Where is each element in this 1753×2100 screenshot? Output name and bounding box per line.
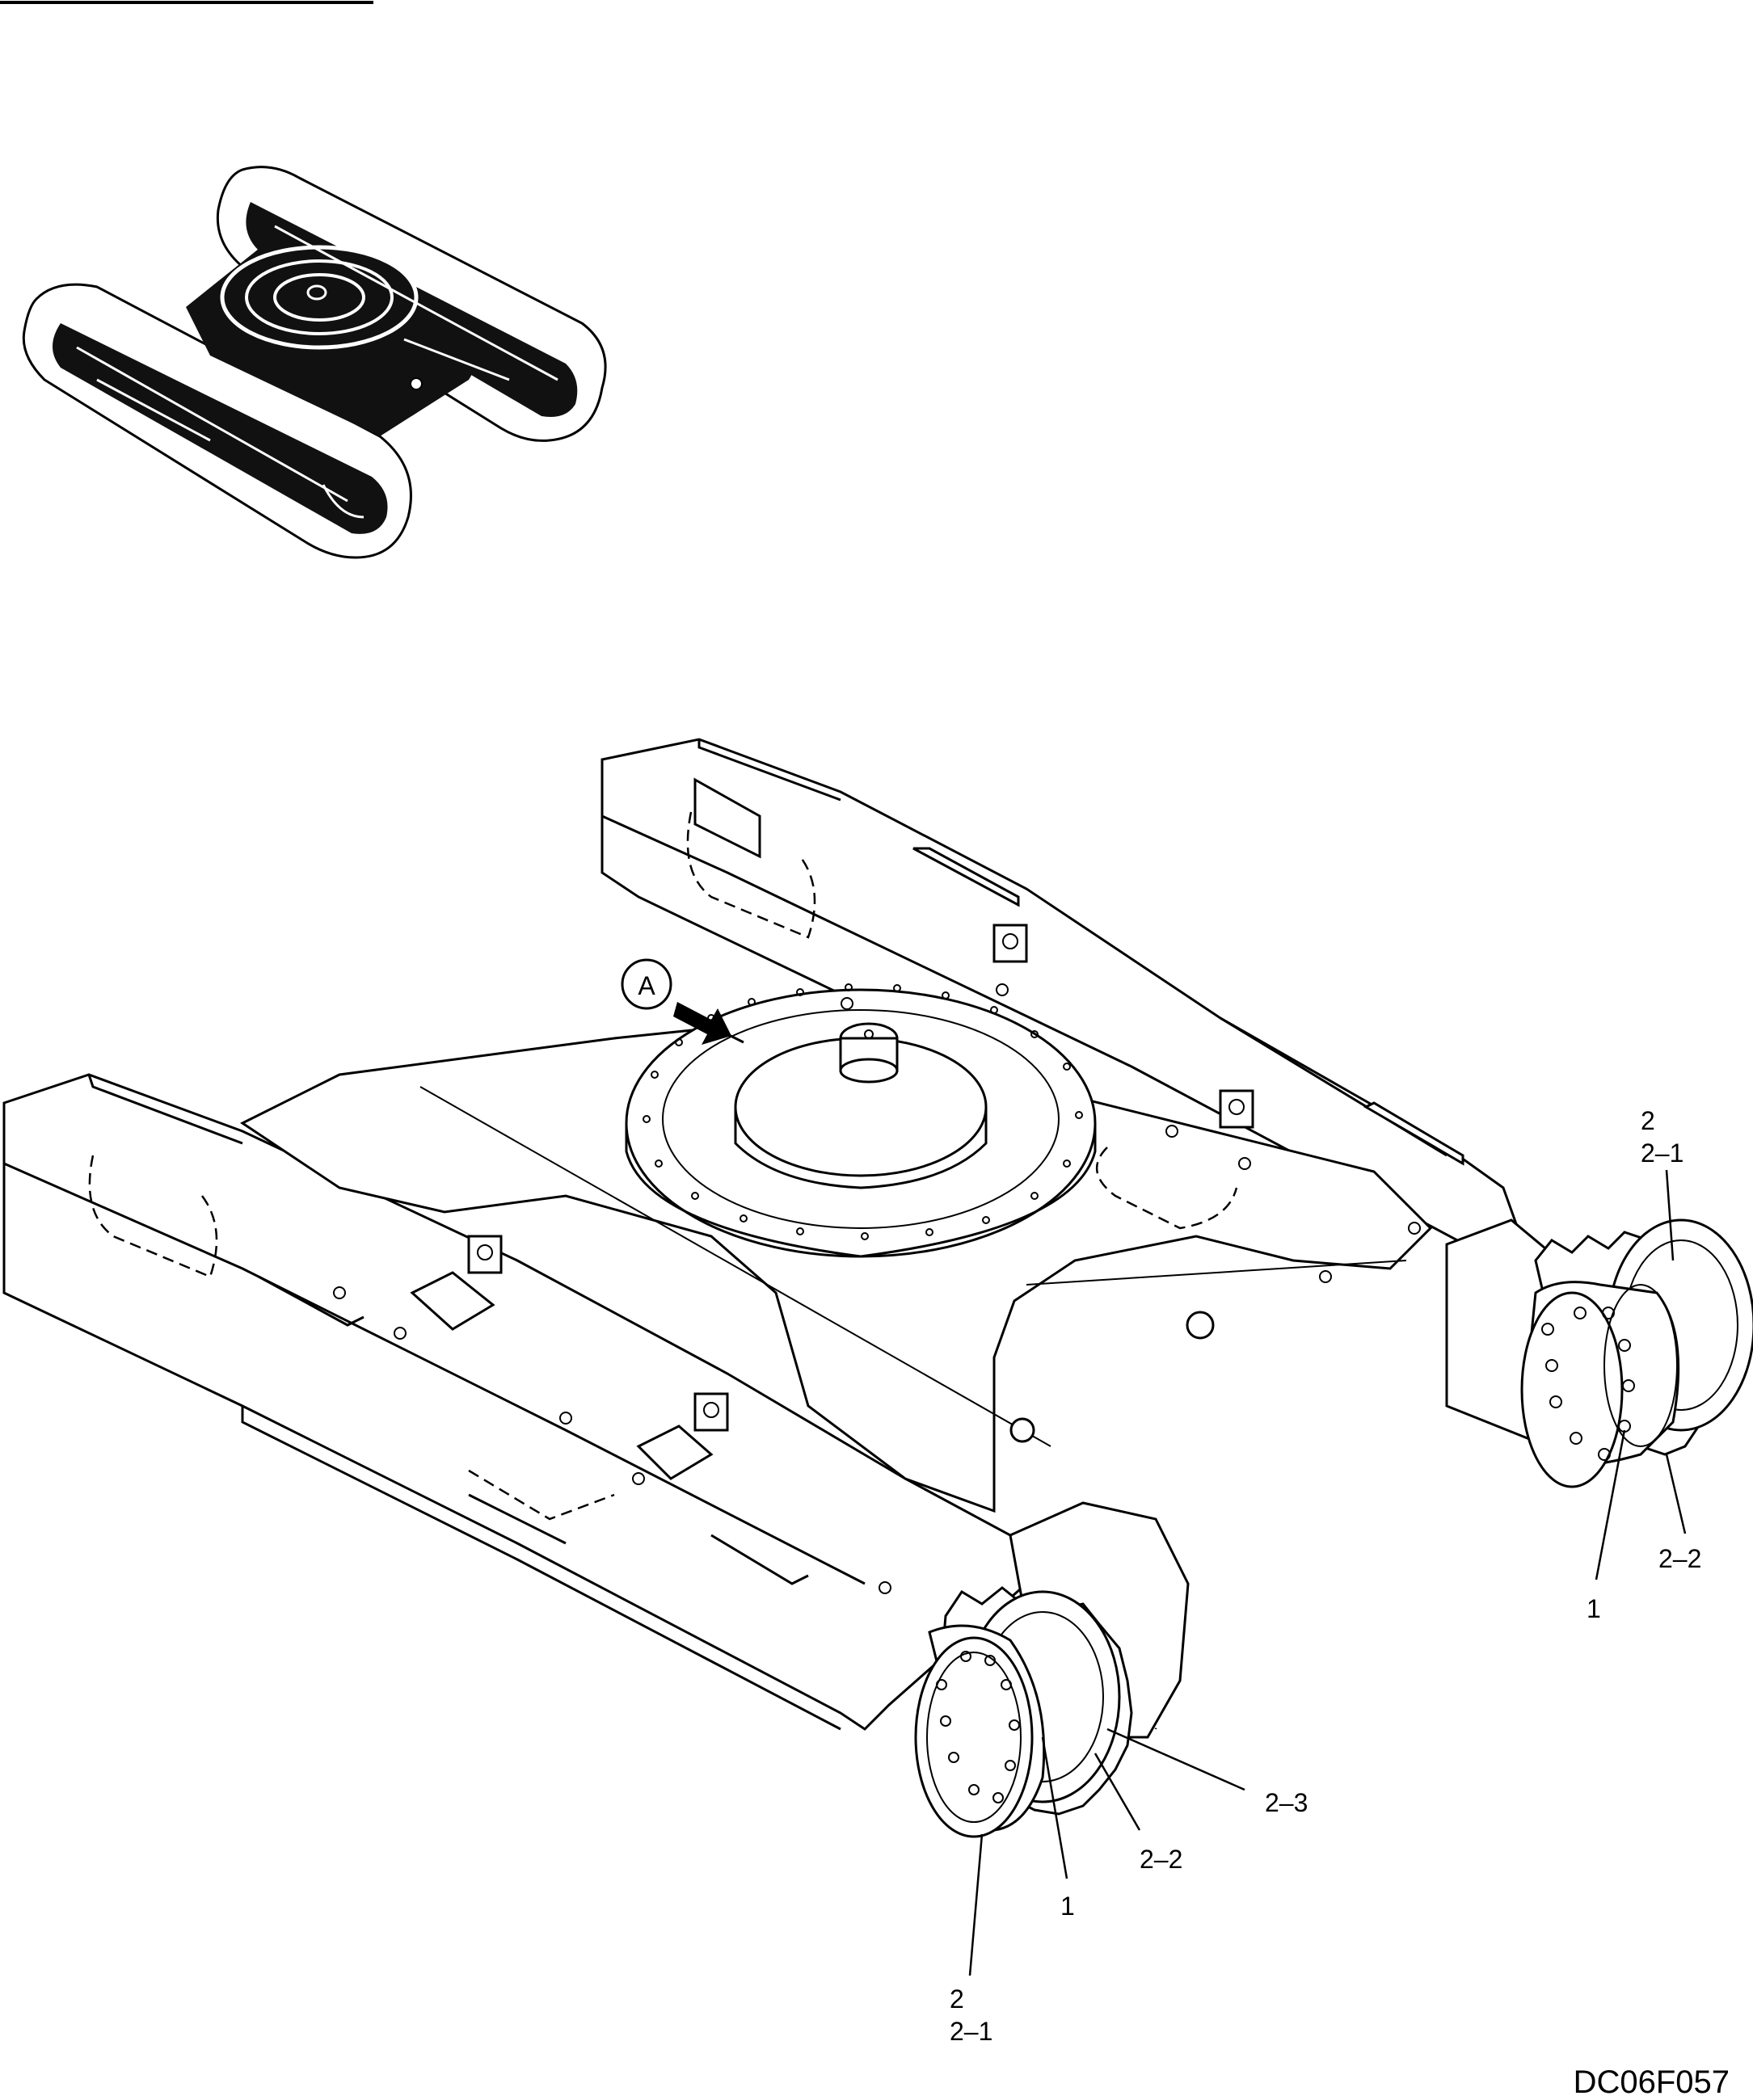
view-marker-label: A [638,971,655,1000]
drawing-code: DC06F057 [1574,2064,1730,2100]
callout-right-1: 1 [1587,1594,1601,1623]
callout-left-1: 1 [1060,1892,1075,1921]
callout-left-group: 2 [950,1984,964,2014]
left-travel-motor [914,1501,1190,1838]
lower-frame [2,738,1525,1731]
callout-left-2-2: 2–2 [1140,1845,1182,1874]
view-marker-circle [621,958,672,1010]
callout-left-2-3: 2–3 [1265,1788,1308,1817]
locator-thumbnail [22,166,607,559]
callout-right-sub: 2–1 [1641,1138,1683,1168]
callout-right-group: 2 [1641,1106,1655,1135]
leader-lines [968,1169,1687,1976]
callout-left-sub: 2–1 [950,2017,992,2046]
callout-right-2-2: 2–2 [1658,1544,1701,1573]
right-travel-motor [1445,1218,1753,1488]
view-arrow-icon [673,1002,731,1045]
